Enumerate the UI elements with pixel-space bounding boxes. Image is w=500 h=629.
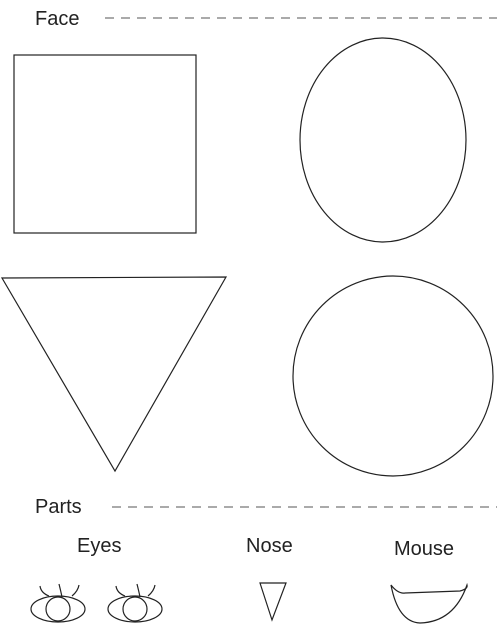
- square-face-shape: [13, 54, 197, 234]
- eyes-label: Eyes: [77, 535, 122, 557]
- face-section-title: Face: [35, 8, 80, 30]
- mouth-label: Mouse: [394, 538, 455, 560]
- right-eye-icon: [107, 583, 163, 623]
- oval-face-shape: [299, 37, 467, 243]
- nose-label: Nose: [246, 535, 293, 557]
- triangle-face-shape: [0, 276, 228, 473]
- nose-icon: [259, 582, 287, 622]
- left-eye-icon: [30, 583, 86, 623]
- mouth-icon: [390, 582, 468, 624]
- eyes-icon: [30, 583, 163, 623]
- circle-face-shape: [292, 275, 494, 477]
- parts-section-title: Parts: [35, 496, 82, 518]
